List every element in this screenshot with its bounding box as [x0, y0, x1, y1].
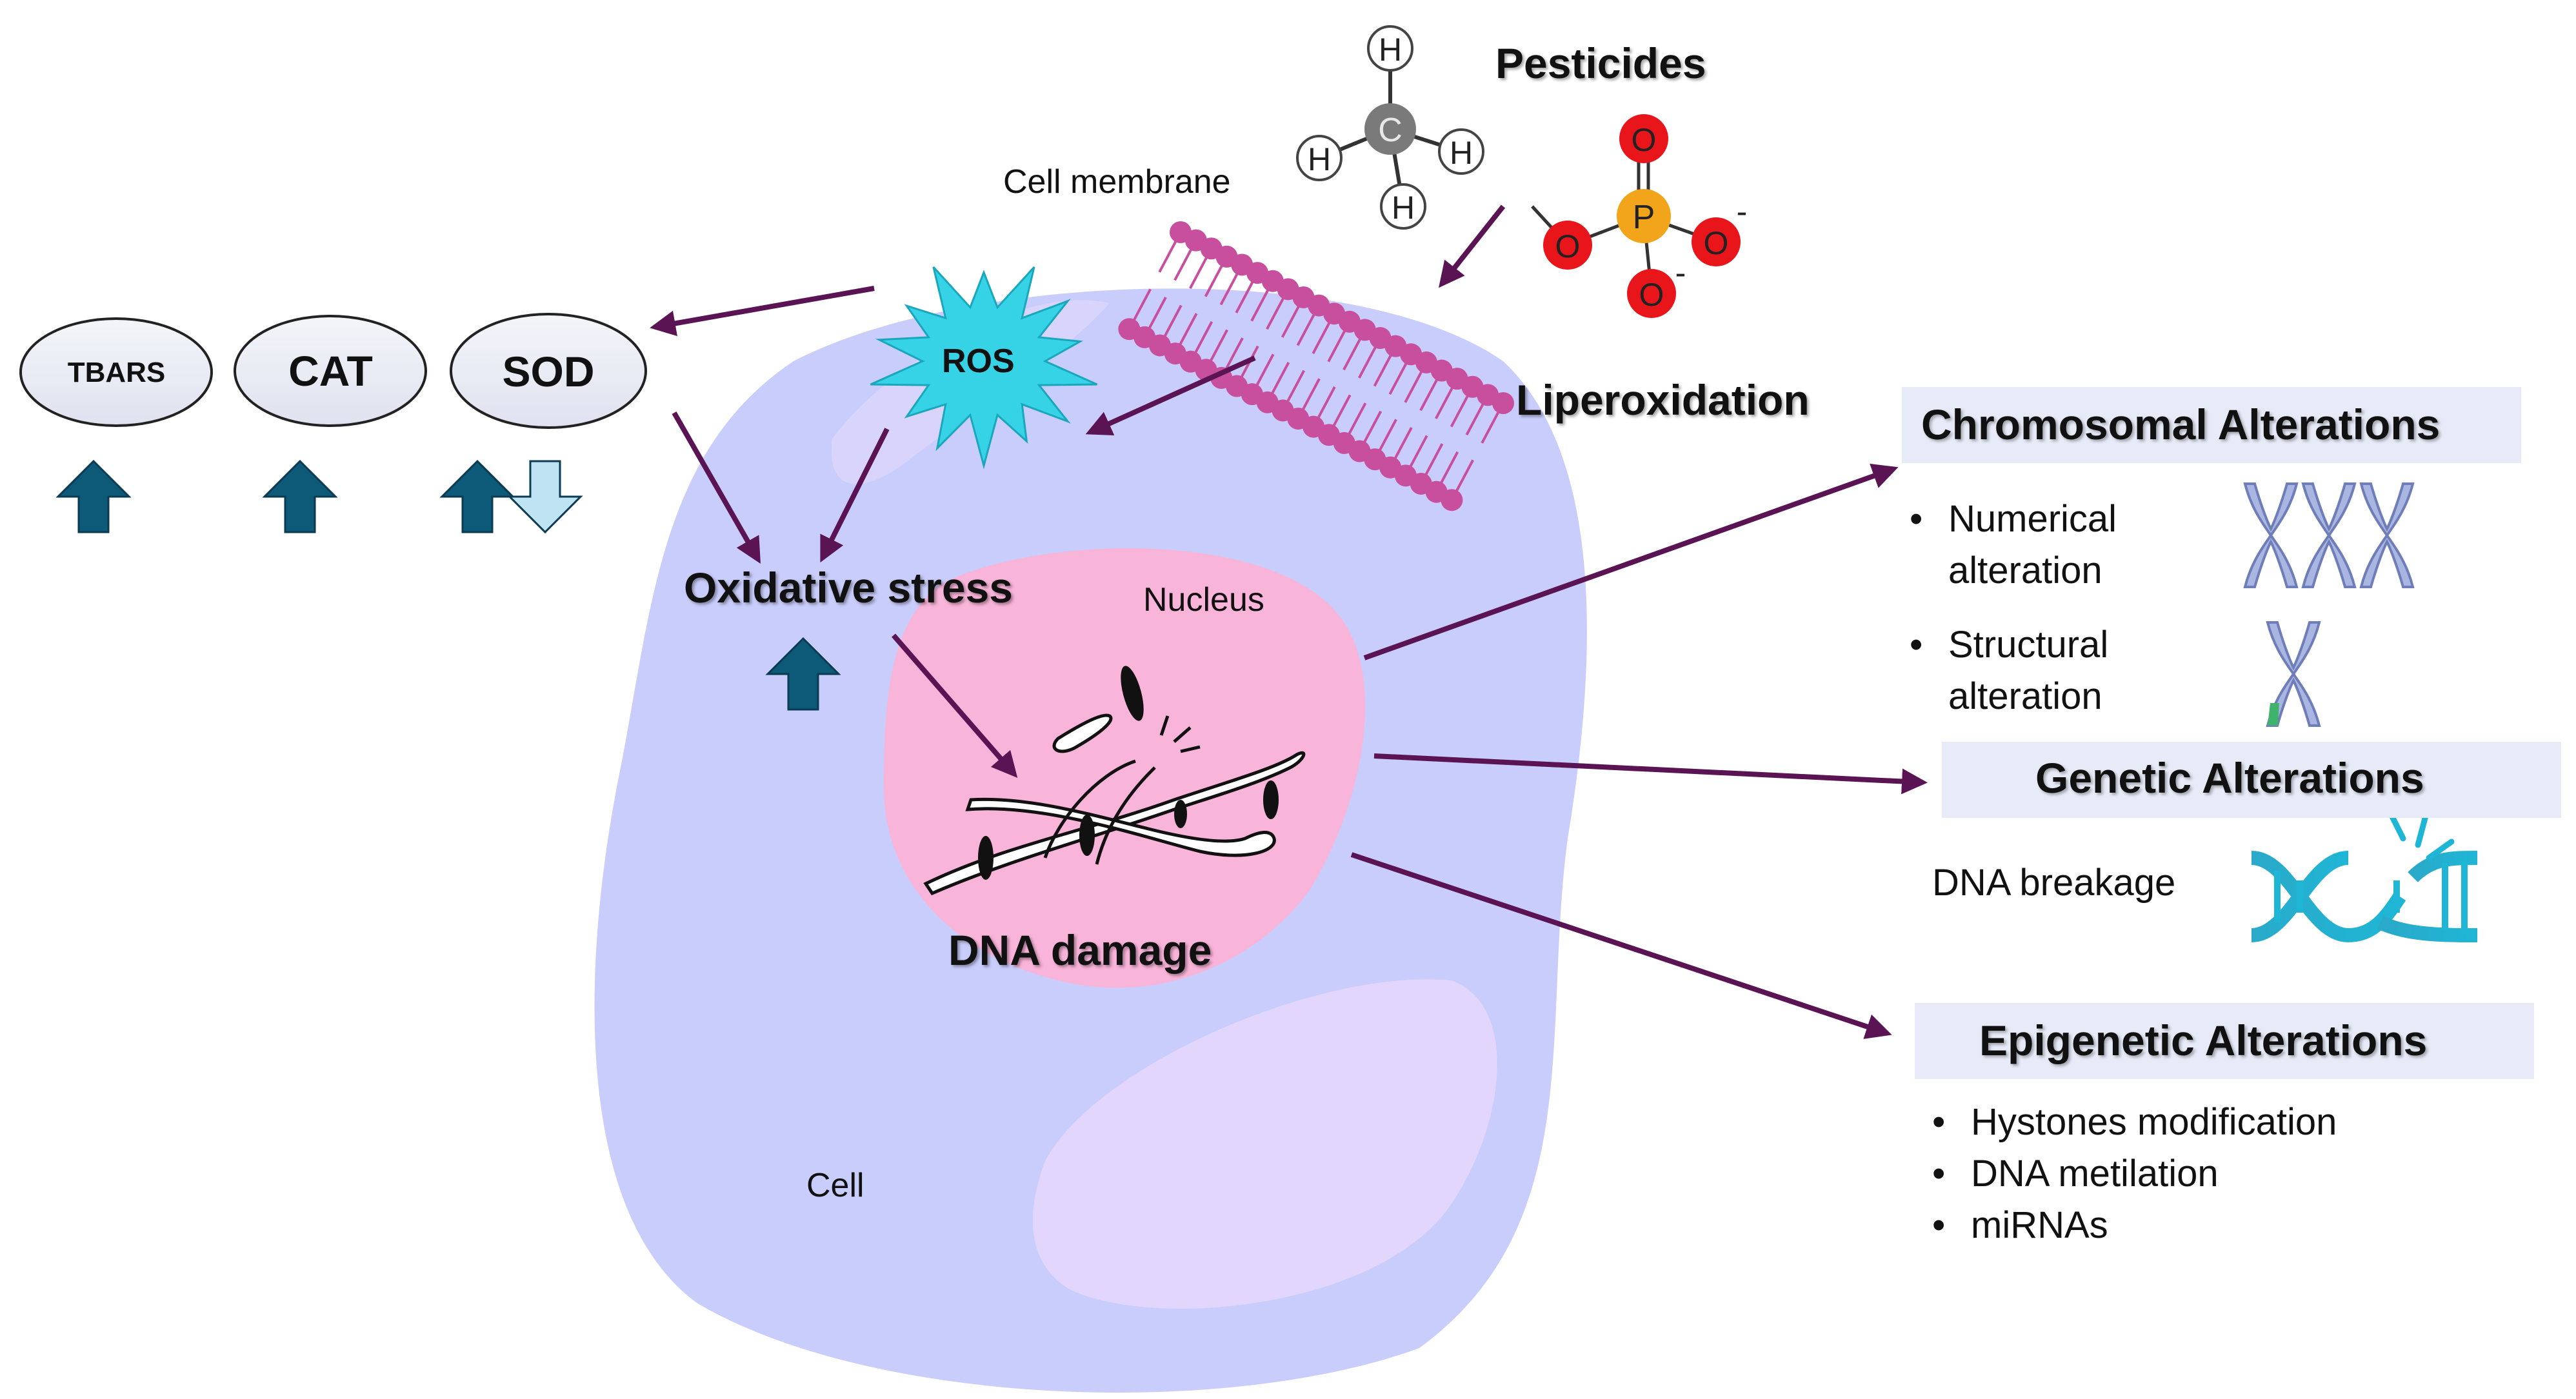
epigenetic-alterations-panel	[1915, 1003, 2534, 1079]
pesticides-label: Pesticides	[1495, 39, 1706, 87]
enzyme-tbars-label: TBARS	[67, 356, 166, 388]
structural-line1: Structural	[1948, 624, 2109, 666]
arrow-to-chromosomal	[1363, 463, 1899, 660]
flow-arrows	[650, 204, 1928, 1039]
numerical-line2: alteration	[1948, 550, 2102, 591]
o-atom-label: O	[1704, 225, 1729, 261]
h-atom-label: H	[1379, 32, 1402, 68]
arrow-up-icon	[765, 637, 841, 711]
cell-organelle	[1032, 979, 1497, 1309]
ros-label: ROS	[942, 342, 1015, 380]
epigenetic-alterations-title: Epigenetic Alterations	[1979, 1017, 2428, 1064]
chromosomal-item-numerical: Numerical alteration	[1910, 493, 2117, 597]
charge-label: -	[1737, 193, 1748, 230]
chromosomes-icon	[2243, 482, 2415, 588]
nucleus-label: Nucleus	[1143, 581, 1264, 619]
structural-line2: alteration	[1948, 675, 2102, 717]
enzyme-sod-label: SOD	[502, 347, 595, 395]
arrow-ros-to-oxidative-stress	[820, 428, 890, 563]
ros-burst	[870, 266, 1098, 470]
enzyme-tbars: TBARS	[18, 316, 215, 429]
lipid-head	[1441, 489, 1463, 511]
arrow-up-icon	[55, 459, 132, 533]
chromosomal-alterations-title: Chromosomal Alterations	[1921, 401, 2441, 448]
trend-arrows	[55, 459, 841, 711]
arrow-to-genetic	[1373, 753, 1928, 795]
lipid-head	[1492, 392, 1514, 414]
arrow-down-icon	[507, 460, 583, 534]
epigenetic-list: Hystones modification DNA metilation miR…	[1932, 1096, 2337, 1251]
numerical-line1: Numerical	[1948, 498, 2117, 540]
dna-lesion-marks	[978, 666, 1279, 880]
phosphate-molecule: O O O O P - -	[1531, 114, 1748, 318]
arrow-ros-to-enzymes	[650, 286, 875, 337]
enzyme-sod: SOD	[448, 312, 648, 431]
damaged-dna-icon	[923, 713, 1306, 896]
arrow-pesticides-to-membrane	[1439, 204, 1506, 288]
enzyme-cat-label: CAT	[288, 347, 373, 395]
enzyme-cat: CAT	[232, 313, 429, 429]
cell-membrane-label: Cell membrane	[1003, 163, 1231, 201]
chromosome-icon	[2266, 621, 2321, 727]
epigenetic-item: Hystones modification	[1932, 1096, 2337, 1148]
epigenetic-item: miRNAs	[1932, 1200, 2337, 1251]
nucleus	[884, 548, 1366, 988]
charge-label: -	[1675, 255, 1686, 291]
oxidative-stress-label: Oxidative stress	[684, 564, 1013, 611]
o-atom-label: O	[1632, 122, 1657, 158]
arrow-up-icon	[262, 459, 338, 533]
h-atom-label: H	[1392, 190, 1415, 226]
arrow-to-epigenetic	[1350, 852, 1892, 1039]
chromosomal-item-structural: Structural alteration	[1910, 619, 2108, 722]
liperoxidation-label: Liperoxidation	[1516, 376, 1810, 424]
arrow-sod-to-oxidative-stress	[672, 412, 761, 564]
arrow-oxidative-stress-to-dna	[891, 633, 1018, 779]
dna-damage-label: DNA damage	[948, 926, 1212, 974]
dna-break-icon	[2250, 809, 2478, 943]
h-atom-label: H	[1450, 135, 1473, 171]
arrow-membrane-to-ros	[1085, 355, 1256, 436]
o-atom-label: O	[1555, 228, 1581, 264]
o-atom-label: O	[1639, 277, 1664, 313]
genetic-alterations-panel	[1942, 742, 2561, 818]
chromosomal-alterations-panel	[1902, 387, 2521, 463]
dna-breakage-label: DNA breakage	[1932, 862, 2176, 904]
genetic-alterations-title: Genetic Alterations	[2035, 754, 2424, 802]
methane-molecule: H H H H C	[1296, 25, 1484, 230]
c-atom-label: C	[1378, 112, 1403, 149]
p-atom-label: P	[1633, 199, 1655, 236]
arrow-up-icon	[439, 459, 515, 533]
cell-label: Cell	[806, 1167, 864, 1204]
h-atom-label: H	[1308, 141, 1331, 177]
epigenetic-item: DNA metilation	[1932, 1148, 2337, 1200]
